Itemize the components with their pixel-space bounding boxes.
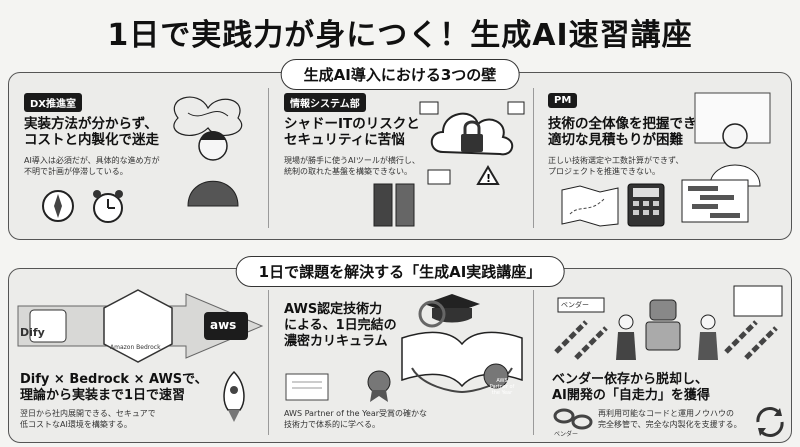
walls-banner: 生成AI導入における3つの壁 xyxy=(280,59,520,90)
svg-text:!: ! xyxy=(486,172,491,185)
compass-icon xyxy=(40,188,76,224)
divider xyxy=(533,88,534,228)
robot-team-icon xyxy=(546,282,786,362)
dify-logo-label: Dify xyxy=(20,326,45,339)
wall-heading-pm: 技術の全体像を把握できず、 適切な見積もりが困難 xyxy=(548,116,723,148)
wall-body-pm: 正しい技術選定や工数計算ができず、 プロジェクトを推進できない。 xyxy=(548,156,684,176)
confused-person-icon xyxy=(158,88,258,208)
solutions-banner: 1日で課題を解決する「生成AI実践講座」 xyxy=(235,256,565,287)
solution-heading-stack: Dify × Bedrock × AWSで、 理論から実装まで1日で速習 xyxy=(20,372,208,403)
worried-pm-icon xyxy=(690,88,780,188)
refresh-cycle-icon xyxy=(752,406,788,438)
cloud-lock-icon: ! xyxy=(418,92,528,192)
vendor-sign-label: ベンダー xyxy=(561,301,589,309)
dept-badge-it: 情報システム部 xyxy=(284,93,366,112)
wall-body-dx: AI導入は必須だが、具体的な進め方が 不明で計画が停滞している。 xyxy=(24,156,160,176)
chain-label: ベンダー xyxy=(554,431,579,438)
bedrock-label: Amazon Bedrock xyxy=(110,344,161,351)
wall-body-it: 現場が勝手に使うAIツールが横行し、 統制の取れた基盤を構築できない。 xyxy=(284,156,420,176)
broken-chain-icon xyxy=(552,406,596,434)
map-icon xyxy=(560,184,620,228)
solution-heading-autonomy: ベンダー依存から脱却し、 AI開発の「自走力」を獲得 xyxy=(552,372,710,403)
aws-logo-label: aws xyxy=(210,318,237,332)
rocket-icon xyxy=(214,370,254,424)
dept-badge-dx: DX推進室 xyxy=(24,93,83,112)
award-ribbon-icon xyxy=(364,368,394,404)
book-graduation-icon xyxy=(392,288,532,394)
certificate-icon xyxy=(284,372,330,402)
solution-heading-curriculum: AWS認定技術力 による、1日完結の 濃密カリキュラム xyxy=(284,302,397,349)
wall-heading-it: シャドーITのリスクと セキュリティに苦悩 xyxy=(284,116,420,148)
solution-body-autonomy: 再利用可能なコードと運用ノウハウの 完全移管で、完全な内製化を支援する。 xyxy=(598,409,742,429)
divider xyxy=(533,290,534,435)
gantt-chart-icon xyxy=(680,178,750,224)
solution-body-curriculum: AWS Partner of the Year受賞の確かな 技術力で体系的に学べ… xyxy=(284,409,428,429)
solution-body-stack: 翌日から社内展開できる、セキュアで 低コストなAI環境を構築する。 xyxy=(20,409,156,429)
page-title: 1日で実践力が身につく！生成AI速習講座 xyxy=(107,18,693,53)
divider xyxy=(268,88,269,228)
divider xyxy=(268,290,269,435)
medal-label: AWS Partner of the Year xyxy=(489,378,515,396)
alarm-clock-icon xyxy=(88,186,128,226)
tech-stack-arrow-icon xyxy=(16,288,264,364)
calculator-icon xyxy=(626,182,666,228)
wall-heading-dx: 実装方法が分からず、 コストと内製化で迷走 xyxy=(24,116,159,148)
dept-badge-pm: PM xyxy=(548,93,578,108)
server-rack-icon xyxy=(370,182,420,228)
